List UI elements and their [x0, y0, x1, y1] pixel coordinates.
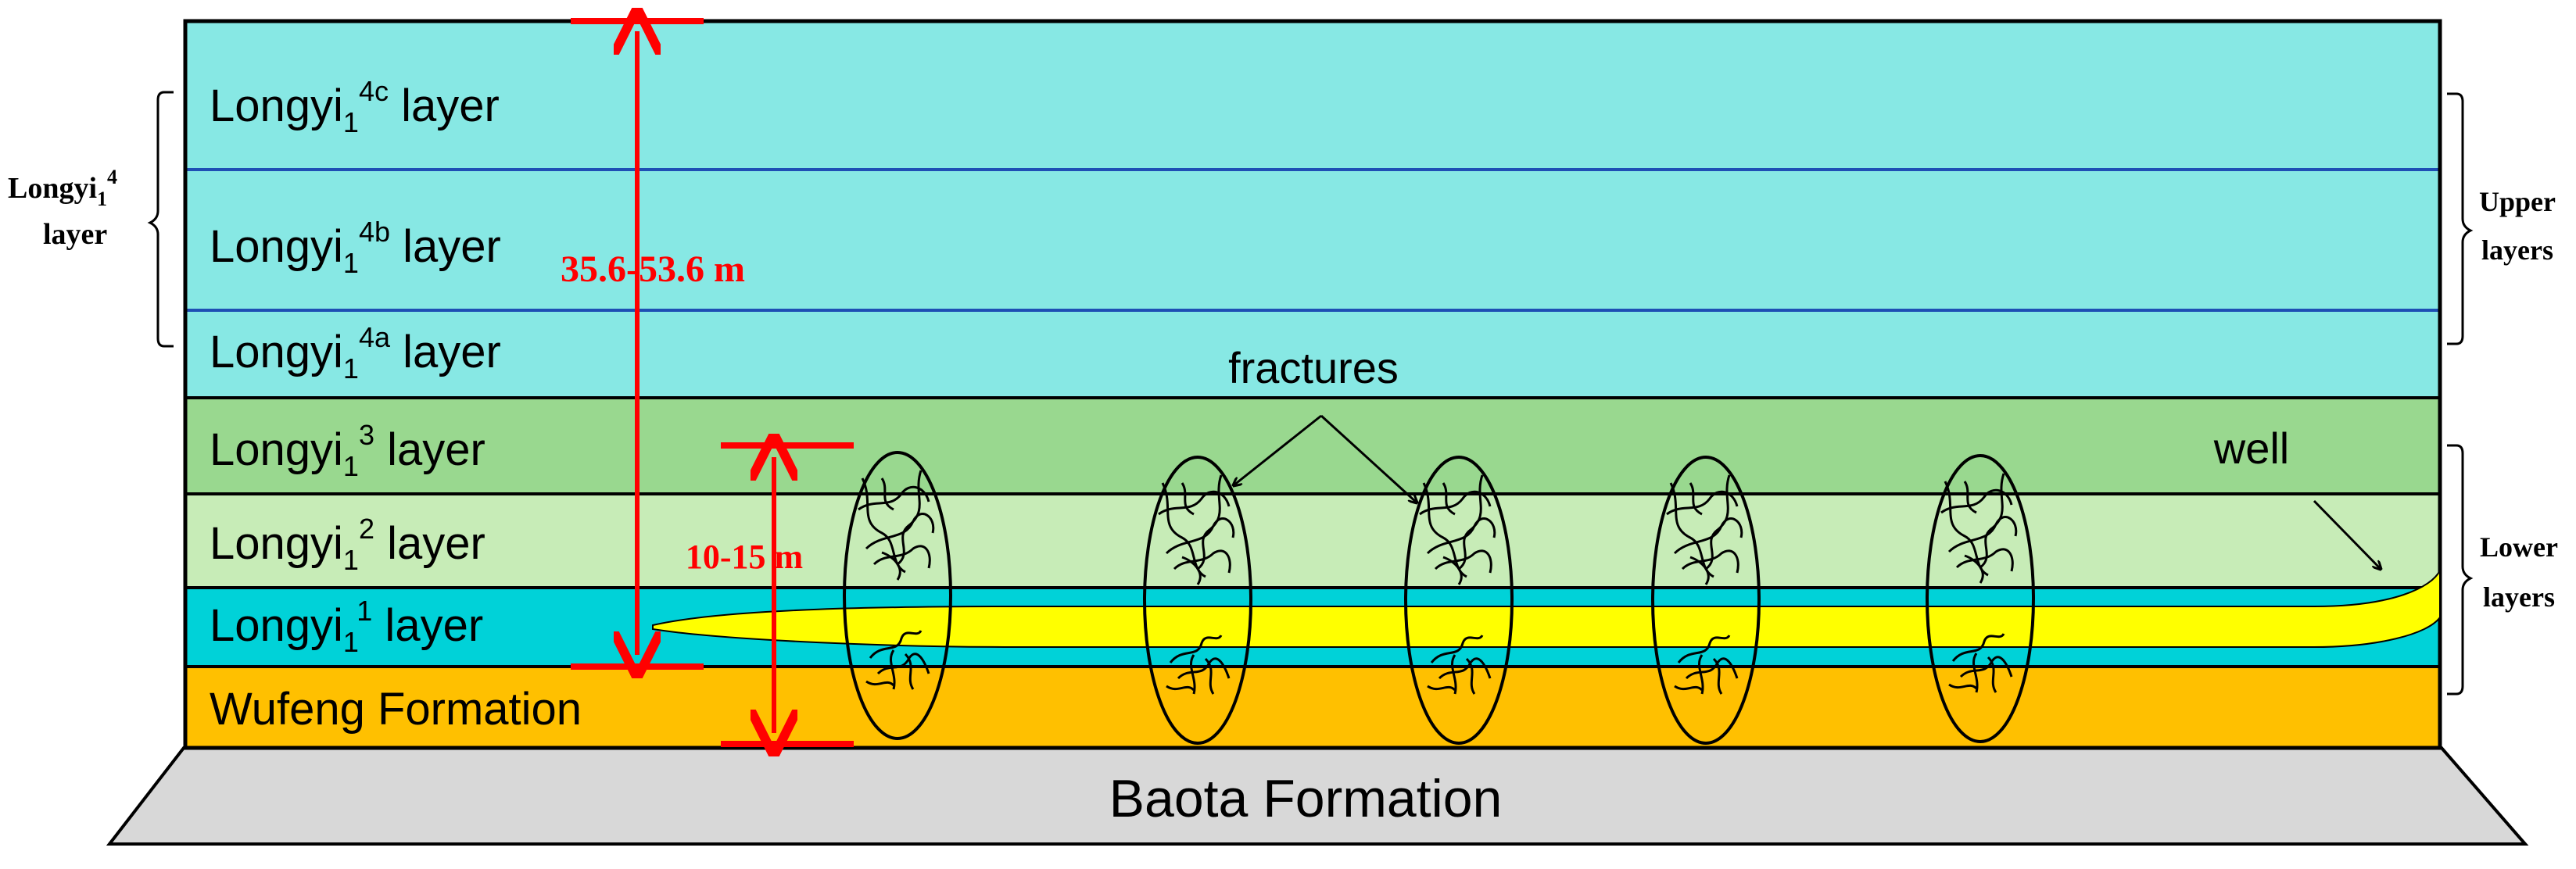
label-longyi-3: Longyi13 layer	[210, 419, 485, 482]
upper-brace-label-line2: layers	[2481, 234, 2553, 266]
strata-frame	[183, 19, 2442, 750]
lower-thickness-label: 10-15 m	[686, 538, 803, 576]
fracture-zone-1	[843, 451, 952, 740]
label-longyi-2-suffix: layer	[374, 518, 485, 569]
lower-brace	[2447, 444, 2474, 696]
left-brace-label-base: Longyi	[8, 172, 97, 205]
label-longyi-3-base: Longyi	[210, 424, 343, 475]
longyi-3-band	[185, 398, 2440, 494]
lower-brace-label-line1: Lower	[2480, 531, 2558, 563]
label-longyi-3-sup: 3	[359, 419, 374, 451]
label-longyi-1-suffix: layer	[372, 600, 483, 651]
upper-brace-label-line1: Upper	[2479, 186, 2556, 217]
label-longyi-2: Longyi12 layer	[210, 513, 485, 576]
label-longyi-3-sub: 1	[343, 450, 359, 482]
label-longyi-4a-sup: 4a	[359, 321, 391, 353]
label-wufeng: Wufeng Formation	[210, 684, 582, 735]
left-brace-label-line1: Longyi14	[8, 166, 117, 210]
lower-brace-label-line2: layers	[2483, 581, 2555, 613]
fractures-label: fractures	[1228, 343, 1399, 392]
fractures-arrow-right	[1320, 414, 1417, 502]
fracture-zone-3	[1404, 456, 1514, 745]
fracture-zone-2	[1143, 456, 1252, 745]
label-longyi-4b-sup: 4b	[359, 216, 390, 248]
label-longyi-2-sup: 2	[359, 513, 374, 545]
left-brace-label-line2: layer	[43, 218, 107, 251]
fracture-zone-5	[1926, 454, 2035, 743]
wufeng-band	[185, 667, 2440, 748]
longyi-2-band	[185, 494, 2440, 588]
label-longyi-4c-base: Longyi	[210, 80, 343, 131]
label-longyi-1-sup: 1	[356, 595, 372, 627]
label-longyi-4a-sub: 1	[343, 352, 359, 384]
label-longyi-1-base: Longyi	[210, 600, 343, 651]
label-longyi-4b-suffix: layer	[390, 221, 501, 272]
label-longyi-3-suffix: layer	[374, 424, 485, 475]
baota-formation-label: Baota Formation	[1109, 769, 1503, 828]
label-longyi-4a-suffix: layer	[390, 327, 501, 377]
label-longyi-4c-sup: 4c	[359, 75, 389, 107]
label-longyi-2-base: Longyi	[210, 518, 343, 569]
label-longyi-4b: Longyi14b layer	[210, 216, 501, 279]
left-brace	[147, 91, 174, 348]
label-longyi-4c-suffix: layer	[389, 80, 500, 131]
label-longyi-1: Longyi11 layer	[210, 595, 483, 658]
fracture-zone-4	[1651, 456, 1761, 745]
label-longyi-4a-base: Longyi	[210, 327, 343, 377]
left-brace-label-sub: 1	[97, 188, 107, 210]
horizontal-well	[652, 570, 2441, 648]
total-thickness-label: 35.6-53.6 m	[561, 249, 745, 290]
label-longyi-4c-sub: 1	[343, 106, 359, 138]
label-longyi-2-sub: 1	[343, 544, 359, 576]
well-arrow	[2313, 499, 2381, 569]
upper-layers-band	[185, 21, 2440, 398]
left-brace-label-sup: 4	[107, 166, 117, 188]
label-longyi-1-sub: 1	[343, 626, 358, 658]
upper-brace	[2447, 92, 2474, 345]
label-longyi-4a: Longyi14a layer	[210, 321, 501, 384]
fractures-arrow-left	[1234, 414, 1322, 485]
label-longyi-4c: Longyi14c layer	[210, 75, 500, 138]
label-longyi-4b-base: Longyi	[210, 221, 343, 272]
well-label: well	[2213, 424, 2289, 473]
label-longyi-4b-sub: 1	[343, 247, 359, 279]
